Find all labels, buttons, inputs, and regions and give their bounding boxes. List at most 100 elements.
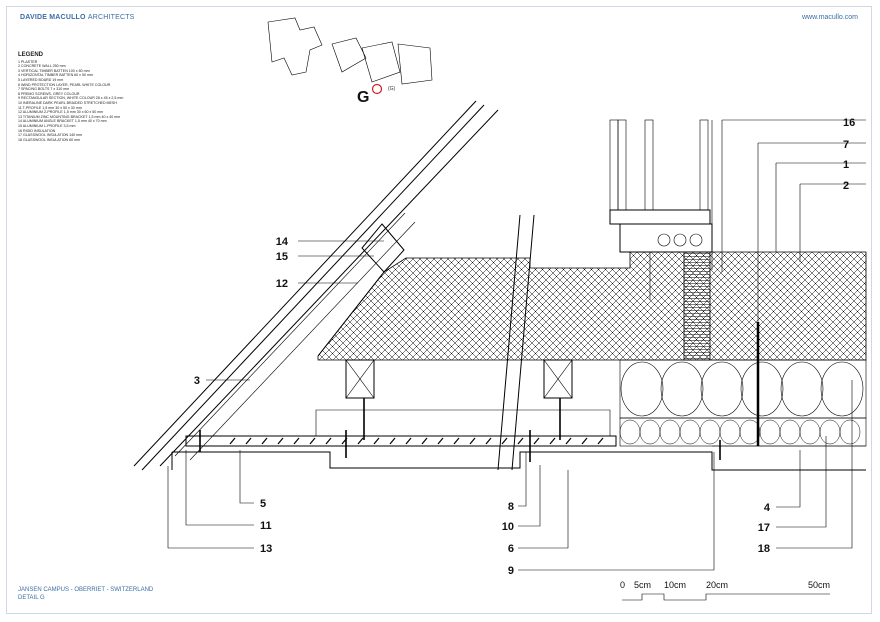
wool-loop-small — [819, 419, 841, 445]
frame-lower-box — [619, 223, 713, 253]
seal-circle-1 — [657, 233, 671, 247]
board-hatch-mark — [405, 437, 412, 445]
sheet-name: DETAIL G — [18, 595, 45, 601]
keyplan-building-a — [331, 37, 367, 73]
board-hatch-mark — [245, 437, 252, 445]
legend-item: 14 ALUMINIUM ANGLE BRACKET 1,5 mm 40 x 7… — [18, 119, 107, 124]
brand-name: DAVIDE MACULLO — [20, 14, 86, 21]
scale-bar-line — [622, 593, 830, 601]
legend-item: 6 WIND PROTECTION LAYER, PEARL WHITE COL… — [18, 82, 111, 87]
legend-item: 12 ALUMINIUM Z-PROFILE 1,5 mm 30 x 60 x … — [18, 110, 104, 115]
keyplan-marker-label: G — [357, 89, 369, 106]
legend-item: 7 SPACING BOLTS 7 x 310 mm — [18, 87, 70, 92]
wool-loop — [780, 361, 824, 417]
callout-3: 3 — [194, 375, 200, 387]
legend-item: 16 RIGID INSULATION — [18, 128, 56, 133]
window-frame — [609, 119, 713, 361]
legend-item: 2 CONCRETE WALL 250 mm — [18, 64, 66, 69]
wool-loop-small — [799, 419, 821, 445]
board-hatch-mark — [565, 437, 572, 445]
brand-logo: DAVIDE MACULLO ARCHITECTS — [20, 14, 135, 21]
cladding-line-5 — [189, 221, 416, 461]
wool-loop — [620, 361, 664, 417]
leader-10 — [518, 465, 541, 527]
keyplan-small-label: (G) — [388, 86, 396, 92]
board-hatch-mark — [325, 437, 332, 445]
board-hatch-mark — [597, 437, 604, 445]
title-block: JANSEN CAMPUS - OBERRIET - SWITZERLAND D… — [18, 586, 153, 602]
timber-batten-1-x — [345, 359, 375, 399]
keyplan-building-b — [361, 41, 401, 83]
frame-post-4 — [699, 119, 709, 211]
timber-batten-2-x — [543, 359, 573, 399]
leader-16 — [721, 119, 866, 272]
page-border — [6, 6, 872, 614]
callout-labels: 14 15 12 3 5 11 13 8 10 6 9 4 17 18 16 7… — [194, 117, 855, 577]
callout-2: 2 — [843, 180, 849, 192]
leader-lines — [167, 119, 866, 571]
board-hatch-mark — [469, 437, 476, 445]
concrete-wall — [317, 251, 867, 361]
leader-9 — [518, 452, 715, 571]
legend-item: 11 T-PROFILE 1,5 mm 30 x 50 x 30 mm — [18, 105, 82, 110]
legend-item: 10 INERALINE DARK PEARL BRAIDED STRETCHE… — [18, 100, 117, 105]
leader-11 — [185, 450, 254, 526]
leader-17 — [776, 436, 827, 528]
leader-2 — [799, 183, 866, 262]
keyplan-marker-circle — [371, 83, 383, 95]
callout-16: 16 — [843, 117, 855, 129]
cladding-line-2 — [141, 104, 485, 471]
callout-7: 7 — [843, 139, 849, 151]
frame-post-2 — [617, 119, 627, 211]
callout-12: 12 — [276, 278, 288, 290]
board-hatch-mark — [485, 437, 492, 445]
legend-item: 8 PREMO SCREWS, GREY COLOUR — [18, 91, 80, 96]
board-hatch-mark — [453, 437, 460, 445]
leader-18 — [776, 380, 853, 549]
board-hatch-mark — [437, 437, 444, 445]
frame-post-1 — [609, 119, 619, 211]
break-line-1 — [497, 214, 521, 471]
wool-loop-small — [839, 419, 861, 445]
frame-sill — [609, 209, 711, 225]
key-plan: G (G) — [267, 17, 433, 106]
board-hatch-mark — [389, 437, 396, 445]
website-link[interactable]: www.macullo.com — [801, 14, 858, 21]
board-hatch-mark — [421, 437, 428, 445]
wool-loop-small — [779, 419, 801, 445]
legend-title: LEGEND — [18, 52, 44, 58]
horizontal-board — [171, 435, 866, 471]
board-hatch-mark — [229, 437, 236, 445]
rigid-insulation — [683, 251, 711, 361]
board-hatch-mark — [533, 437, 540, 445]
board-outline — [315, 409, 611, 436]
callout-6: 6 — [508, 543, 514, 555]
glasswool-insulation — [619, 359, 867, 447]
glasswool-lower — [619, 417, 867, 447]
scale-label-20: 20cm — [706, 580, 728, 590]
legend-item: 5 LAYERED BOARD 19 mm — [18, 77, 64, 82]
cladding-line-3 — [159, 109, 499, 467]
wool-loop-small — [719, 419, 741, 445]
board-hatch-mark — [277, 437, 284, 445]
callout-13: 13 — [260, 543, 272, 555]
wool-loop — [660, 361, 704, 417]
leader-13 — [167, 466, 254, 549]
wool-loop — [820, 361, 864, 417]
board-hatch-mark — [357, 437, 364, 445]
legend-item: 4 HORIZONTAL TIMBER BATTEN 60 x 50 mm — [18, 73, 93, 78]
seal-circle-3 — [689, 233, 703, 247]
seal-circle-2 — [673, 233, 687, 247]
leader-4 — [776, 450, 801, 508]
legend-item: 15 ALUMINIUM L-PROFILE 3,5 mm — [18, 123, 76, 128]
callout-10: 10 — [502, 521, 514, 533]
legend-item: 13 TITANIUM ZINC MOUNTING BRACKET 1,5 mm… — [18, 114, 121, 119]
callout-11: 11 — [260, 520, 272, 532]
callout-8: 8 — [508, 501, 514, 513]
callout-1: 1 — [843, 159, 849, 171]
mounting-profile — [171, 451, 866, 471]
wool-loop — [740, 361, 784, 417]
leader-8 — [518, 452, 527, 507]
